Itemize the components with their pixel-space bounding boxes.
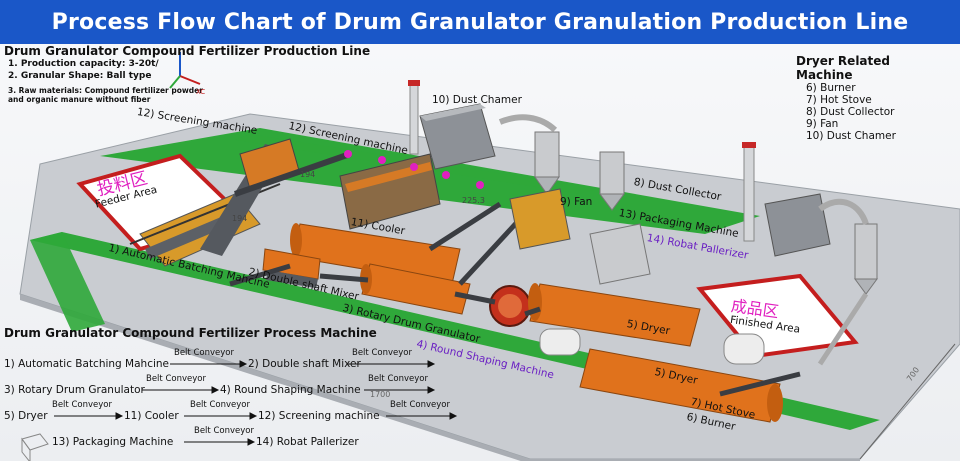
process-heading: Drum Granulator Compound Fertilizer Proc… (4, 326, 377, 340)
process-step: 2) Double shaft Mixer (248, 358, 361, 370)
conveyor-label: Belt Conveyor (390, 400, 450, 410)
process-step: 14) Robat Pallerizer (256, 436, 359, 448)
process-flow: Drum Granulator Compound Fertilizer Proc… (4, 326, 484, 456)
conveyor-label: Belt Conveyor (194, 426, 254, 436)
dryer-related-item: 9) Fan (806, 118, 946, 130)
page-title: Process Flow Chart of Drum Granulator Gr… (52, 10, 909, 35)
info-line: 3. Raw materials: Compound fertilizer po… (8, 86, 370, 95)
production-line-info: Drum Granulator Compound Fertilizer Prod… (4, 44, 370, 104)
info-line: 2. Granular Shape: Ball type (8, 70, 370, 82)
dryer-related-item: 10) Dust Chamer (806, 130, 946, 142)
conveyor-label: Belt Conveyor (52, 400, 112, 410)
scene-canvas: Drum Granulator Compound Fertilizer Prod… (0, 44, 960, 461)
conveyor-label: Belt Conveyor (190, 400, 250, 410)
conveyor-label: Belt Conveyor (174, 348, 234, 358)
round-shaping-machine (490, 286, 530, 326)
info-line: and organic manure without fiber (8, 95, 370, 104)
conveyor-label: Belt Conveyor (352, 348, 412, 358)
process-step: 5) Dryer (4, 410, 48, 422)
dimension-label: 194 (300, 170, 315, 179)
process-step: 13) Packaging Machine (52, 436, 173, 448)
process-step: 3) Rotary Drum Granulator (4, 384, 145, 396)
title-bar: Process Flow Chart of Drum Granulator Gr… (0, 0, 960, 44)
chimney-right (742, 142, 756, 241)
dryer-related-item: 7) Hot Stove (806, 94, 946, 106)
dimension-label: 194 (232, 214, 247, 223)
process-step: 12) Screening machine (258, 410, 380, 422)
conveyor-label: Belt Conveyor (146, 374, 206, 384)
conveyor-label: Belt Conveyor (368, 374, 428, 384)
axis-label-x: XC (196, 88, 205, 96)
dryer-related-machine: Dryer Related Machine 6) Burner 7) Hot S… (796, 54, 946, 142)
dryer-related-item: 6) Burner (806, 82, 946, 94)
dimension-label: 225.3 (462, 196, 485, 205)
process-step: 1) Automatic Batching Mahcine (4, 358, 169, 370)
label-dust-chamer: 10) Dust Chamer (432, 94, 522, 106)
process-step: 4) Round Shaping Machine (220, 384, 361, 396)
info-line: 1. Production capacity: 3-20t/ (8, 58, 370, 70)
dryer-related-heading: Dryer Related Machine (796, 54, 946, 82)
dryer-related-item: 8) Dust Collector (806, 106, 946, 118)
label-fan: 9) Fan (560, 196, 592, 208)
process-step: 11) Cooler (124, 410, 179, 422)
info-heading: Drum Granulator Compound Fertilizer Prod… (4, 44, 370, 58)
